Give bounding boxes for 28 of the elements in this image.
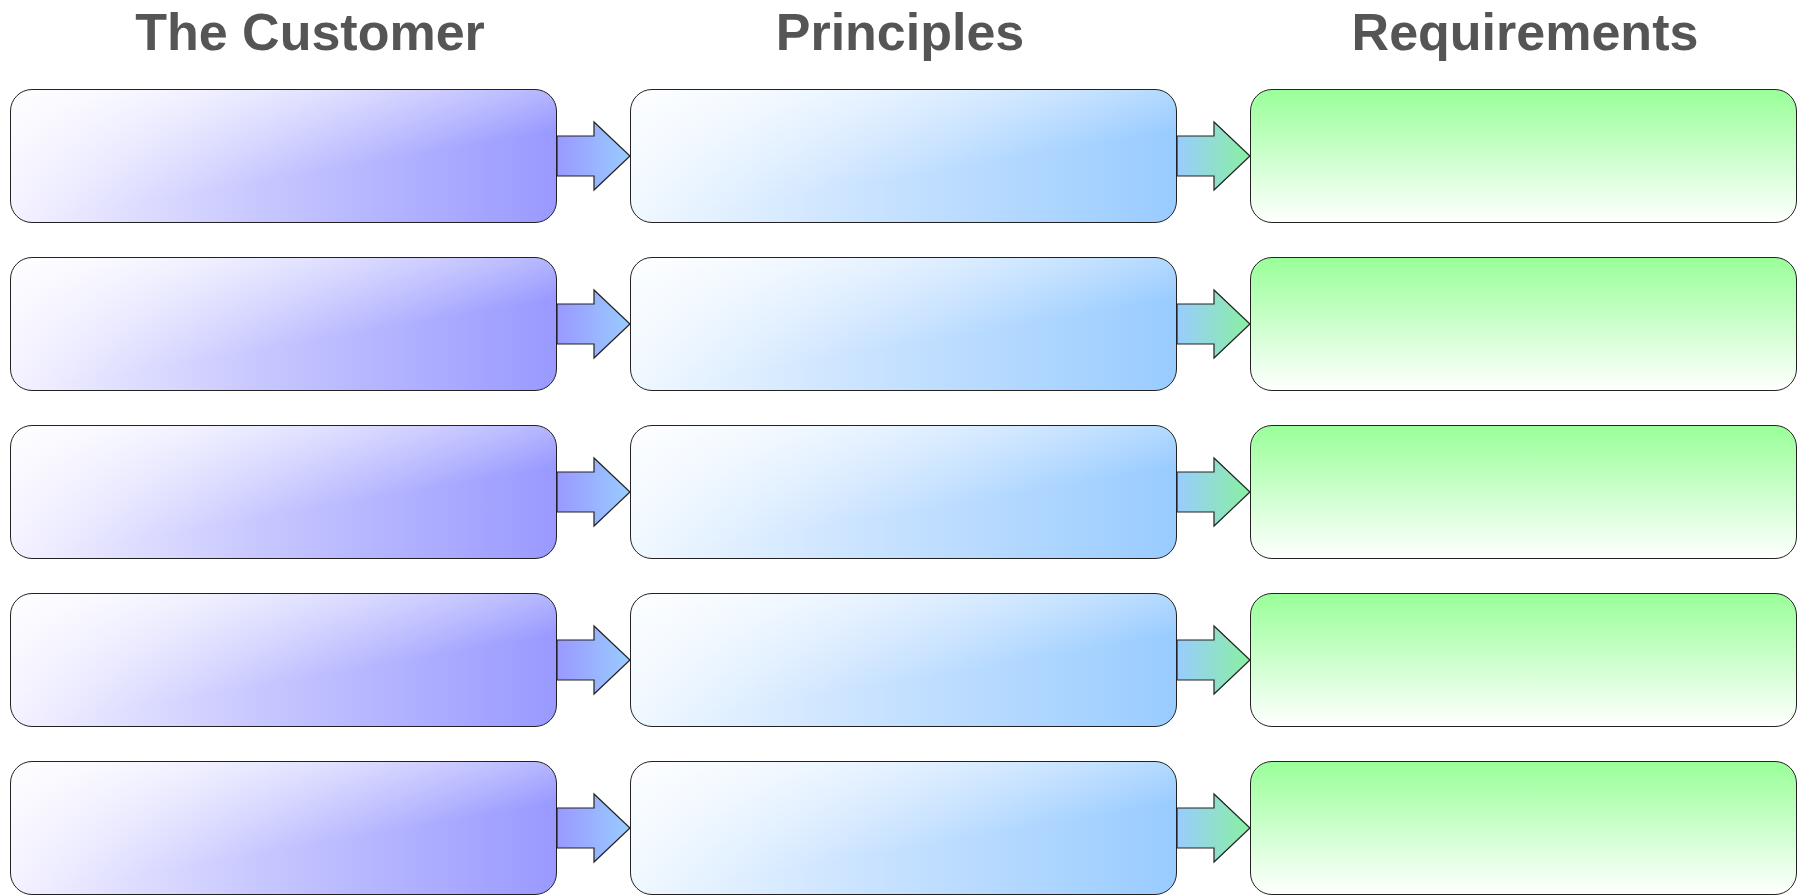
rounded-box [10, 89, 557, 223]
rounded-box [10, 593, 557, 727]
rounded-box [1250, 89, 1797, 223]
rounded-box [1250, 425, 1797, 559]
rounded-box [10, 425, 557, 559]
column-heading: The Customer [134, 2, 486, 63]
rounded-box [630, 257, 1177, 391]
block-arrow [1176, 624, 1251, 696]
block-arrow [1176, 288, 1251, 360]
block-arrow [556, 624, 631, 696]
rounded-box [1250, 761, 1797, 895]
block-arrow [556, 792, 631, 864]
rounded-box [630, 425, 1177, 559]
rounded-box [1250, 257, 1797, 391]
column-heading: Requirements [1350, 2, 1700, 63]
rounded-box [10, 257, 557, 391]
rounded-box [630, 593, 1177, 727]
block-arrow [556, 288, 631, 360]
rounded-box [1250, 593, 1797, 727]
block-arrow [1176, 456, 1251, 528]
block-arrow [1176, 792, 1251, 864]
block-arrow [1176, 120, 1251, 192]
block-arrow [556, 456, 631, 528]
rounded-box [630, 89, 1177, 223]
block-arrow [556, 120, 631, 192]
rounded-box [630, 761, 1177, 895]
column-heading: Principles [774, 2, 1026, 63]
rounded-box [10, 761, 557, 895]
